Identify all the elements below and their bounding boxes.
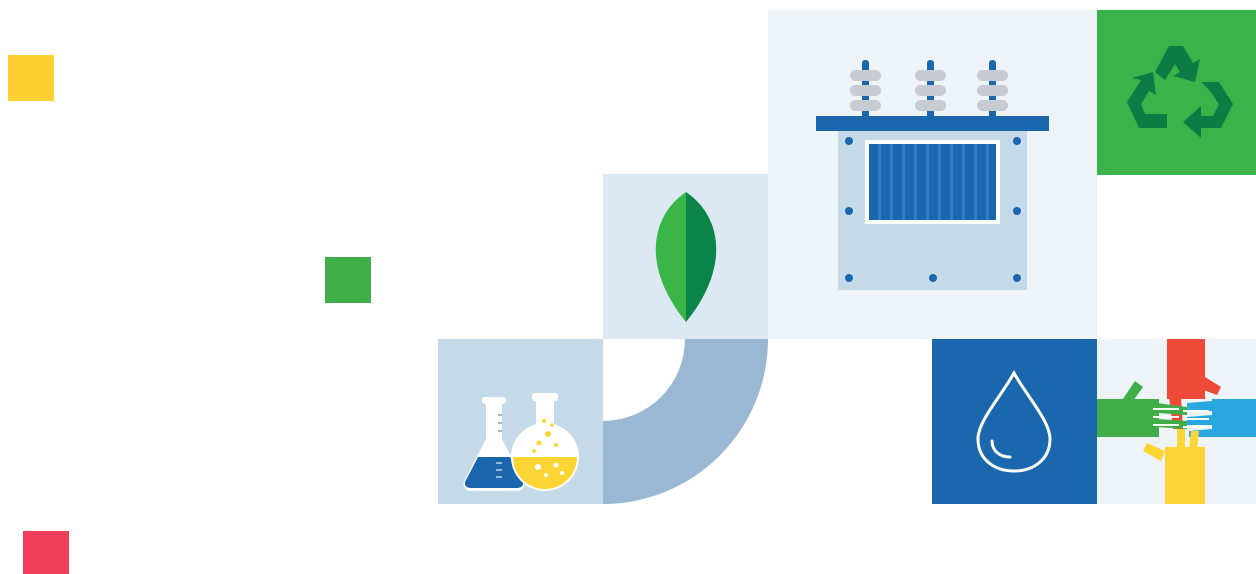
recycle-icon [1127,46,1233,138]
yellow-square-accent [8,55,54,101]
leaf-icon [655,192,717,322]
water-drop-tile [932,339,1097,504]
curved-pipe-icon [603,339,768,504]
curved-pipe-tile [603,339,768,504]
transformer-tile [768,10,1097,339]
lab-flasks-icon [463,393,579,491]
recycle-tile [1097,10,1256,175]
red-square-accent [23,531,69,574]
leaf-tile [603,174,768,339]
transformer-icon [816,60,1049,290]
lab-flasks-tile [438,339,603,504]
green-square-accent [325,257,371,303]
joined-hands-tile [1097,339,1256,504]
joined-hands-icon [1097,339,1256,504]
water-drop-icon [976,369,1052,473]
